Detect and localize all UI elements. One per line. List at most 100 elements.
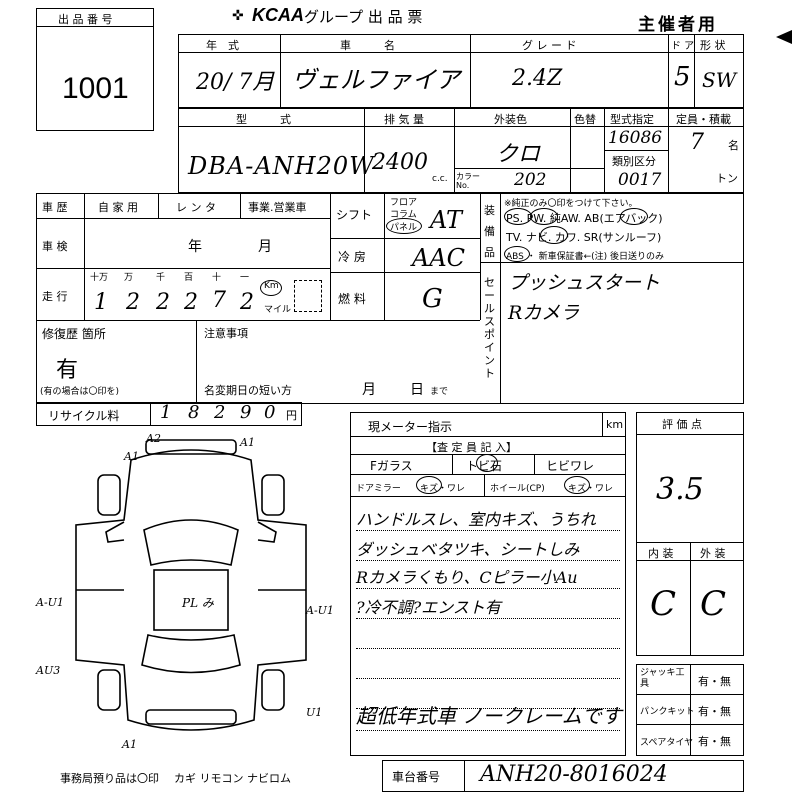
shift-value: AT xyxy=(430,206,463,234)
mileage-unit: 万 xyxy=(124,273,134,283)
exterior-color-value: クロ xyxy=(496,142,541,167)
recycle-digit: 2 xyxy=(214,402,226,423)
mileage-unit: 十万 xyxy=(90,273,109,283)
recycle-fee-label: リサイクル料 xyxy=(48,409,120,423)
inspector-comment: ダッシュベタツキ、シートしみ xyxy=(356,540,580,559)
model-label: 車 名 xyxy=(340,39,395,52)
color-number-value: 202 xyxy=(514,170,547,190)
ac-label: 冷 房 xyxy=(338,250,366,264)
mirror-value[interactable]: キズ・ワレ xyxy=(420,484,466,494)
damage-mark: U1 xyxy=(306,706,323,719)
type-label: 型 式 xyxy=(236,113,291,126)
shift-label: シフト xyxy=(336,208,373,222)
inspection-label: 車 検 xyxy=(42,240,68,253)
mileage-digit: 1 xyxy=(94,290,108,315)
rating-value: 3.5 xyxy=(656,472,704,507)
mileage-unit: 十 xyxy=(212,273,222,283)
history-business[interactable]: 事業.営業車 xyxy=(248,201,307,214)
mileage-checkbox[interactable] xyxy=(294,280,322,312)
damage-mark: A1 xyxy=(240,436,255,449)
rating-label: 評 価 点 xyxy=(662,418,702,431)
shift-option-column[interactable]: コラム xyxy=(390,210,417,220)
recycle-digit: 0 xyxy=(264,402,276,423)
exterior-label: 外 装 xyxy=(700,547,726,560)
lot-number-label: 出 品 番 号 xyxy=(58,13,113,26)
recycle-unit: 円 xyxy=(286,409,297,422)
jack-choice[interactable]: 有・無 xyxy=(698,675,731,688)
mirror-label: ドアミラー xyxy=(356,484,401,494)
form-title: グループ 出 品 票 xyxy=(304,8,423,26)
mileage-unit: 千 xyxy=(156,273,166,283)
inspector-comment: Rカメラくもり、Cピラー小Au xyxy=(356,568,578,587)
equipment-label: 装備品 xyxy=(484,204,495,259)
sales-points-label: セールスポイント xyxy=(484,276,495,380)
capacity-unit-tons: トン xyxy=(716,172,738,185)
repair-note: (有の場合は〇印を) xyxy=(40,387,120,397)
notes-label: 注意事項 xyxy=(204,327,248,340)
pw-circle xyxy=(530,208,558,225)
brand-icon: ✜ xyxy=(232,8,244,24)
inspector-comment: ?冷不調?エンスト有 xyxy=(356,598,501,617)
inspector-label: 【査 定 員 記 入】 xyxy=(426,441,517,454)
equipment-line-2: TV. ナビ. カワ. SR(サンルーフ) xyxy=(506,231,662,244)
ps-circle xyxy=(504,208,532,225)
chassis-value: ANH20-8016024 xyxy=(480,762,668,787)
displacement-unit: c.c. xyxy=(432,174,448,184)
grade-label: グ レ ー ド xyxy=(522,39,577,52)
windshield-option-crack[interactable]: ヒビワレ xyxy=(546,459,595,473)
fuel-label: 燃 料 xyxy=(338,292,366,306)
inspection-year-unit: 年 xyxy=(188,239,202,255)
damage-mark: A-U1 xyxy=(306,604,334,617)
ab-circle xyxy=(620,208,648,225)
meter-label: 現メーター指示 xyxy=(368,420,453,434)
repair-value: 有 xyxy=(56,358,79,383)
damage-mark: A1 xyxy=(122,738,137,751)
capacity-unit-persons: 名 xyxy=(728,139,739,152)
color-change-label: 色替 xyxy=(574,113,596,126)
rename-until-label: まで xyxy=(430,387,449,397)
corner-mark-icon xyxy=(776,30,792,44)
office-items: カギ リモコン ナビロム xyxy=(174,772,291,785)
spare-tire-label: スペアタイヤ xyxy=(640,738,694,748)
capacity-label: 定員・積載 xyxy=(676,113,731,126)
shift-option-floor[interactable]: フロア xyxy=(390,198,418,208)
interior-value: C xyxy=(650,584,677,624)
shift-selected-circle xyxy=(386,218,422,234)
windshield-label: Fガラス xyxy=(370,459,413,473)
doors-label: ド ア xyxy=(671,41,695,52)
displacement-label: 排 気 量 xyxy=(384,113,424,126)
history-rental[interactable]: レ ン タ xyxy=(176,201,216,214)
recycle-digit: 8 xyxy=(188,402,200,423)
class-value: 0017 xyxy=(618,170,662,190)
interior-label: 内 装 xyxy=(648,547,674,560)
damage-mark: A1 xyxy=(124,450,139,463)
color-number-label: カラー No. xyxy=(456,172,480,190)
body-label: 形 状 xyxy=(700,39,726,52)
mile-label: マイル xyxy=(264,305,292,315)
chip-circle xyxy=(476,454,498,472)
spare-tire-choice[interactable]: 有・無 xyxy=(698,735,731,748)
mileage-digit: 7 xyxy=(212,288,226,313)
history-private[interactable]: 自 家 用 xyxy=(98,201,138,214)
repair-label: 修復歴 箇所 xyxy=(42,327,106,341)
mileage-label: 走 行 xyxy=(42,290,68,303)
chassis-label: 車台番号 xyxy=(392,770,441,784)
km-label: Km xyxy=(264,281,279,291)
doors-value: 5 xyxy=(674,62,691,92)
puncture-kit-label: パンクキット xyxy=(640,707,695,717)
class-label: 類別区分 xyxy=(612,155,656,168)
model-value: ヴェルファイア xyxy=(292,66,460,94)
navi-circle xyxy=(540,226,568,244)
puncture-kit-choice[interactable]: 有・無 xyxy=(698,705,731,718)
sales-point-1: プッシュスタート xyxy=(508,272,661,294)
type-spec-value: 16086 xyxy=(608,128,663,148)
wheel-value[interactable]: キズ・ワレ xyxy=(568,484,614,494)
rename-month-unit: 月 xyxy=(362,382,376,398)
inspection-month-unit: 月 xyxy=(258,239,272,255)
type-value: DBA-ANH20W xyxy=(188,152,375,180)
inspector-comment: 超低年式車 ノークレームです xyxy=(356,704,622,728)
damage-mark: AU3 xyxy=(36,664,61,677)
year-label: 年 式 xyxy=(206,39,239,52)
jack-label: ジャッキ工 具 xyxy=(640,668,685,689)
mileage-digit: 2 xyxy=(126,290,140,315)
